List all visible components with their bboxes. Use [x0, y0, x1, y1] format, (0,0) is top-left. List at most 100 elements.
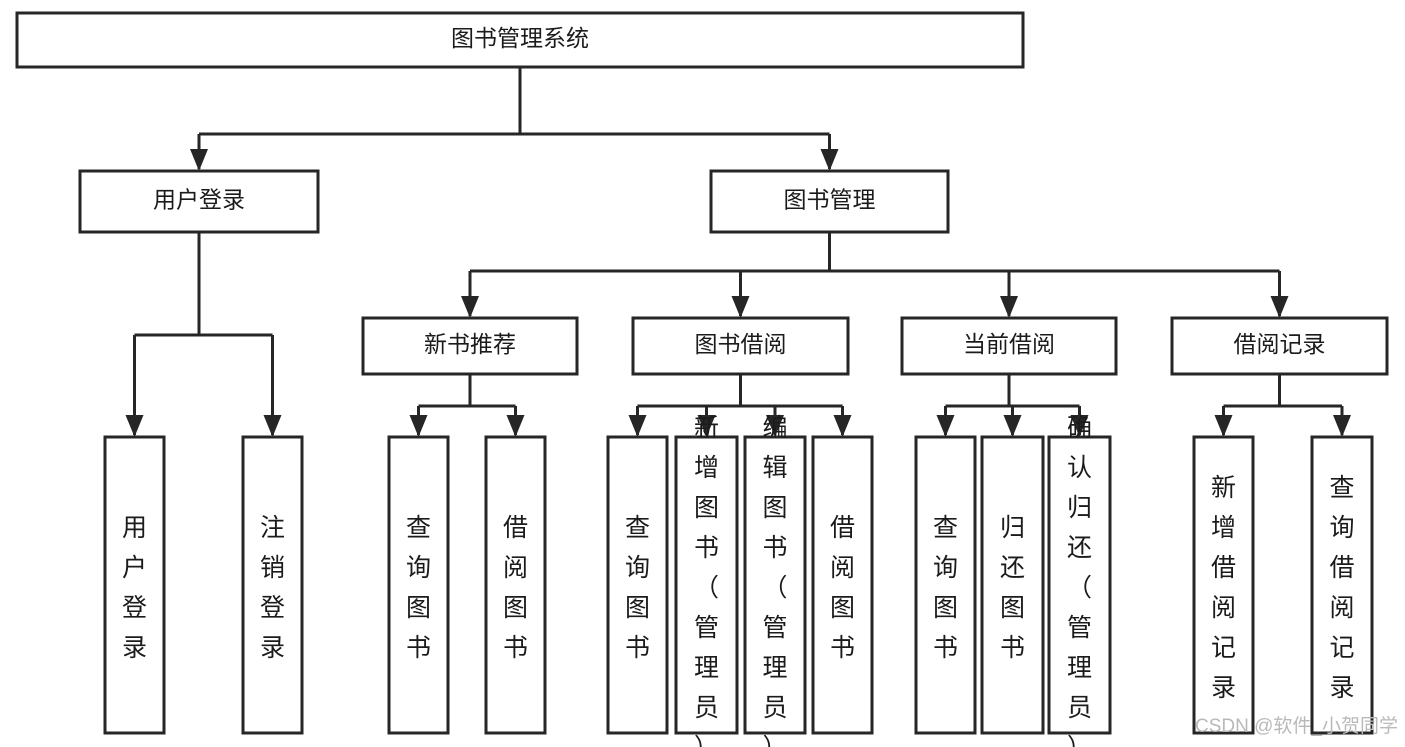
node-label-char: 书: [1000, 634, 1025, 662]
node-label-char: （: [1067, 574, 1092, 602]
node-box: [709, 169, 950, 234]
node-label-char: ）: [694, 734, 719, 747]
node-label-char: 图: [1000, 594, 1025, 622]
node-box: [484, 435, 547, 735]
node-box: [361, 316, 579, 376]
node-label-char: 书: [830, 634, 855, 662]
node-label-char: 登: [260, 594, 285, 622]
node-level3-3[interactable]: 借阅记录: [1170, 316, 1389, 376]
node-label-char: 新: [694, 414, 719, 442]
node-label-char: 确: [1067, 414, 1092, 442]
arrow-head-icon: [461, 296, 479, 318]
node-label-char: 阅: [503, 554, 528, 582]
node-label-char: 还: [1000, 554, 1025, 582]
node-level3-2[interactable]: 当前借阅: [900, 316, 1118, 376]
node-label-char: 借: [1329, 554, 1354, 582]
node-label-char: 管: [762, 614, 787, 642]
node-label-char: 销: [260, 554, 285, 582]
node-level2-1[interactable]: 图书管理: [709, 169, 950, 234]
node-label-char: 归: [1067, 494, 1092, 522]
node-label-char: 询: [1329, 514, 1354, 542]
node-label-char: 图: [933, 594, 958, 622]
connector-lines: [125, 67, 1351, 437]
node-level3-1[interactable]: 图书借阅: [631, 316, 850, 376]
node-box: [980, 435, 1045, 735]
node-label-char: 增: [1211, 514, 1236, 542]
node-level3-0[interactable]: 新书推荐: [361, 316, 579, 376]
node-label-char: 员: [762, 694, 787, 722]
node-label-char: （: [762, 574, 787, 602]
node-label-char: 查: [625, 514, 650, 542]
arrow-head-icon: [125, 415, 144, 437]
arrow-head-icon: [936, 415, 955, 437]
node-label-char: 记: [1211, 634, 1236, 662]
node-label: 图书管理系统: [451, 25, 589, 51]
arrow-head-icon: [506, 415, 525, 437]
node-label: 图书借阅: [695, 331, 787, 357]
node-label-char: 图: [406, 594, 431, 622]
node-label-char: 书: [933, 634, 958, 662]
node-label-char: 录: [1329, 674, 1354, 702]
node-label-char: 员: [694, 694, 719, 722]
node-level2-0[interactable]: 用户登录: [78, 169, 320, 234]
node-label-char: 理: [1067, 654, 1092, 682]
node-label-char: ）: [762, 734, 787, 747]
csdn-watermark: CSDN @软件_小贺同学: [1195, 715, 1398, 737]
node-root-0[interactable]: 图书管理系统: [15, 11, 1025, 69]
node-label-char: （: [694, 574, 719, 602]
node-label-char: 书: [694, 534, 719, 562]
node-leaf-0[interactable]: 用户登录: [103, 435, 166, 735]
node-label-char: 辑: [762, 454, 787, 482]
node-box: [1047, 435, 1112, 735]
node-label-char: 查: [406, 514, 431, 542]
node-label-char: 登: [122, 594, 147, 622]
node-label-char: 注: [260, 514, 285, 542]
node-label-char: 图: [503, 594, 528, 622]
node-box: [241, 435, 304, 735]
node-label-char: 阅: [830, 554, 855, 582]
node-box: [743, 435, 807, 735]
node-label-char: 认: [1067, 454, 1092, 482]
node-label: 图书管理: [784, 187, 876, 213]
node-label-char: 理: [694, 654, 719, 682]
node-label-char: 图: [625, 594, 650, 622]
node-label-char: 询: [406, 554, 431, 582]
node-label-char: 记: [1329, 634, 1354, 662]
node-box: [103, 435, 166, 735]
node-label: 新书推荐: [424, 331, 516, 357]
arrow-head-icon: [1214, 415, 1233, 437]
node-box: [900, 316, 1118, 376]
node-box: [387, 435, 450, 735]
node-label-char: 编: [762, 414, 787, 442]
node-label-char: 管: [694, 614, 719, 642]
arrow-head-icon: [697, 415, 716, 437]
node-box: [15, 11, 1025, 69]
node-label-char: 归: [1000, 514, 1025, 542]
arrow-head-icon: [1000, 296, 1018, 318]
node-label: 借阅记录: [1234, 331, 1326, 357]
node-box: [811, 435, 874, 735]
node-boxes: 图书管理系统用户登录图书管理新书推荐图书借阅当前借阅借阅记录用户登录注销登录查询…: [15, 11, 1389, 747]
arrow-head-icon: [409, 415, 428, 437]
node-label-char: 录: [260, 634, 285, 662]
node-box: [674, 435, 739, 735]
node-label-char: 书: [406, 634, 431, 662]
node-label-char: 用: [122, 514, 147, 542]
arrow-head-icon: [1003, 415, 1022, 437]
node-label-char: 图: [694, 494, 719, 522]
node-label-char: 录: [1211, 674, 1236, 702]
node-label-char: 图: [762, 494, 787, 522]
node-label-char: 理: [762, 654, 787, 682]
